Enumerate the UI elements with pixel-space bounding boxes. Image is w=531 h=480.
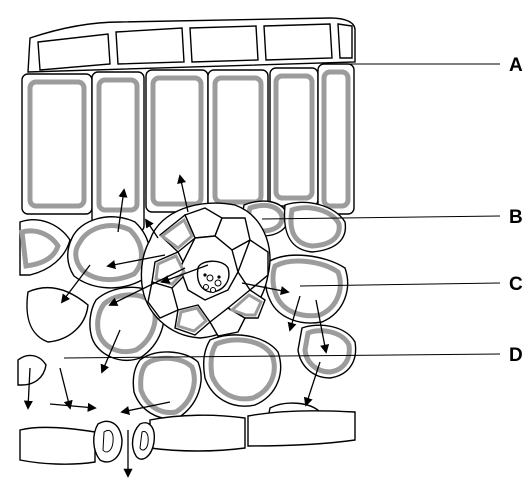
upper-epidermis: [28, 18, 355, 72]
arrow: [60, 368, 70, 408]
label-a: A: [509, 55, 523, 76]
label-d: D: [509, 345, 523, 366]
label-c: C: [509, 274, 523, 295]
label-b: B: [509, 207, 523, 228]
arrow: [50, 404, 95, 408]
vascular-bundle: [141, 203, 269, 338]
labels: A B C D: [509, 55, 523, 366]
